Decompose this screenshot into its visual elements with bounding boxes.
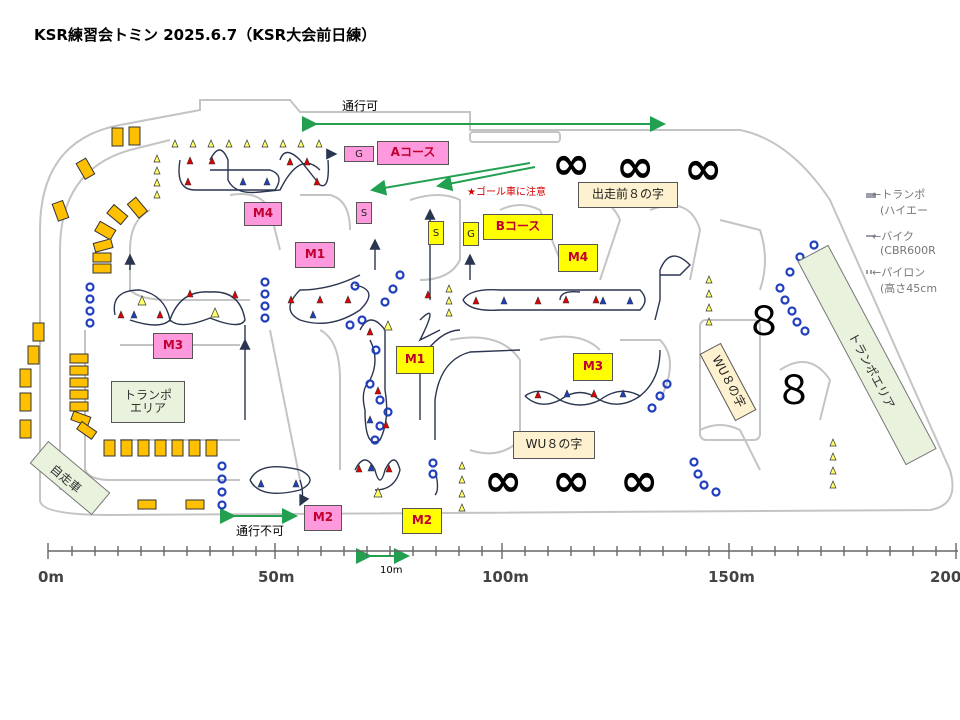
a-course-label: Aコース: [377, 141, 449, 165]
legend-pylon-1: ←パイロン: [872, 266, 926, 279]
pre-start-eight-label: 出走前８の字: [578, 182, 678, 208]
legend-trampo-2: (ハイエー: [880, 204, 928, 217]
m4-b-label: M4: [558, 244, 598, 272]
a-start-label: S: [356, 202, 372, 224]
b-course-label: Bコース: [483, 214, 553, 240]
goal-car-note: ★ゴール車に注意: [467, 187, 546, 198]
b-start-label: S: [428, 221, 444, 245]
scale-tick-label: 150m: [708, 568, 755, 586]
legend-swatches: [866, 193, 876, 274]
page-title: KSR練習会トミン 2025.6.7（KSR大会前日練）: [34, 26, 377, 44]
infinity-symbol: ∞: [620, 453, 659, 507]
m2-a-label: M2: [304, 505, 342, 531]
pass-ok-note: 通行可: [342, 99, 379, 113]
infinity-symbol: ∞: [684, 141, 723, 195]
infinity-symbol: ∞: [616, 139, 655, 193]
pass-ng-note: 通行不可: [236, 524, 285, 538]
bike-markers: [85, 240, 819, 510]
yellow-pylons: [137, 139, 837, 512]
eight-symbol: ８: [774, 368, 814, 414]
trampo-area-vertical-box: [797, 244, 937, 466]
scale-tick-label: 200: [930, 568, 960, 586]
scale-tick-label: 100m: [482, 568, 529, 586]
course-lines: [113, 148, 691, 507]
track-outline: [39, 99, 954, 517]
scale-tick-label: 0m: [38, 568, 65, 586]
m4-a-label: M4: [244, 202, 282, 226]
scale-tick-label: 50m: [258, 568, 295, 586]
legend-bike-1: ←バイク: [872, 230, 914, 243]
m3-a-label: M3: [153, 333, 193, 359]
trampo-area-label: トランポ エリア: [111, 381, 185, 423]
ten-m-note: 10m: [380, 565, 403, 576]
legend-trampo-1: ←トランポ: [872, 188, 926, 201]
a-goal-label: G: [344, 146, 374, 162]
m1-a-label: M1: [295, 242, 335, 268]
infinity-symbol: ∞: [552, 453, 591, 507]
eight-symbol: ８: [744, 299, 784, 345]
legend-bike-2: (CBR600R: [880, 244, 936, 257]
b-goal-label: G: [463, 222, 479, 246]
scale-bar: [47, 543, 958, 559]
infinity-symbol: ∞: [552, 136, 591, 190]
green-arrows: [220, 116, 666, 564]
trailer-group: [19, 126, 218, 510]
wu-eight-label: WU８の字: [513, 431, 595, 459]
legend-pylon-2: (高さ45cm: [880, 282, 938, 295]
red-pylons: [117, 156, 600, 473]
m2-b-label: M2: [402, 508, 442, 534]
blue-pylons: [130, 177, 634, 488]
m1-b-label: M1: [396, 346, 434, 374]
self-drive-box: [29, 440, 111, 516]
m3-b-label: M3: [573, 353, 613, 381]
infinity-symbol: ∞: [484, 453, 523, 507]
